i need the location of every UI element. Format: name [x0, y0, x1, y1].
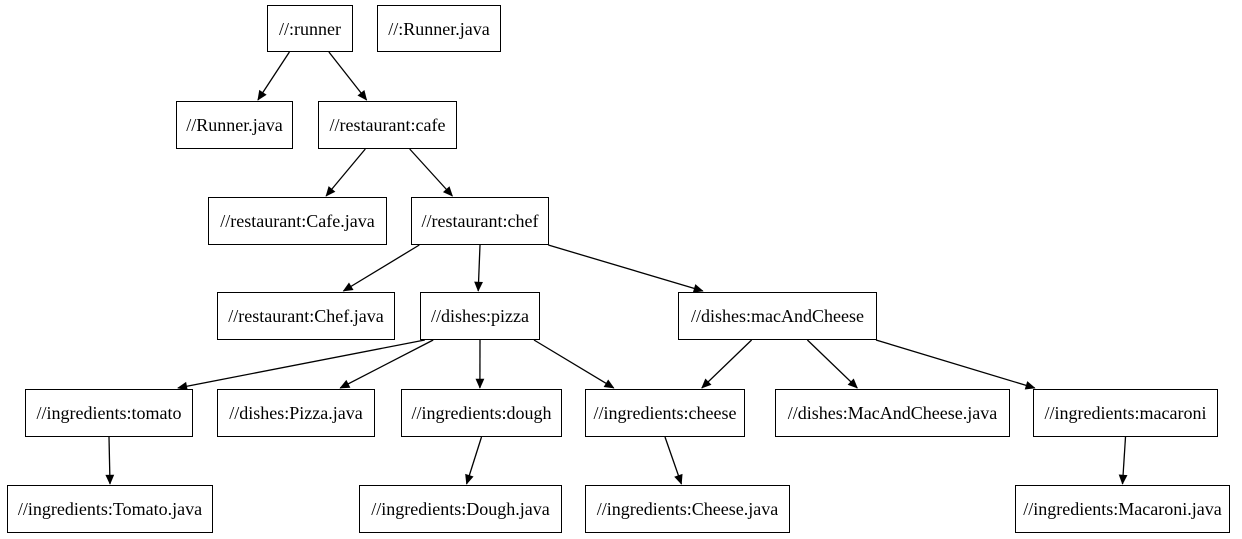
graph-node-cafe-java: //restaurant:Cafe.java — [208, 197, 387, 245]
edge-pizza-to-cheese — [533, 339, 615, 389]
graph-node-chef-java: //restaurant:Chef.java — [217, 292, 395, 340]
edge-runner-to-cafe — [328, 51, 368, 101]
edge-cafe-to-cafe-java — [325, 148, 366, 197]
edge-cafe-to-chef — [409, 148, 453, 197]
graph-node-chef: //restaurant:chef — [411, 197, 549, 245]
graph-node-runner: //:runner — [267, 5, 353, 52]
graph-node-macaroni: //ingredients:macaroni — [1033, 389, 1218, 437]
graph-node-dough: //ingredients:dough — [401, 389, 562, 437]
edge-dough-to-dough-java — [465, 436, 483, 485]
graph-node-cheese: //ingredients:cheese — [585, 389, 745, 437]
graph-node-tomato: //ingredients:tomato — [25, 389, 193, 437]
edge-pizza-to-tomato — [177, 339, 425, 391]
edge-mac-and-cheese-to-cheese — [701, 339, 753, 389]
edge-mac-and-cheese-to-mac-and-cheese-java — [806, 339, 858, 389]
graph-node-pizza: //dishes:pizza — [420, 292, 540, 340]
graph-node-tomato-java: //ingredients:Tomato.java — [7, 485, 213, 533]
graph-node-dough-java: //ingredients:Dough.java — [359, 485, 562, 533]
graph-node-runner-java-root: //:Runner.java — [377, 5, 501, 52]
graph-node-mac-and-cheese-java: //dishes:MacAndCheese.java — [775, 389, 1010, 437]
edge-mac-and-cheese-to-macaroni — [875, 339, 1036, 390]
edge-macaroni-to-macaroni-java — [1118, 436, 1128, 485]
edge-cheese-to-cheese-java — [664, 436, 683, 485]
edge-tomato-to-tomato-java — [105, 436, 115, 485]
graph-node-cheese-java: //ingredients:Cheese.java — [585, 485, 790, 533]
graph-node-cafe: //restaurant:cafe — [318, 101, 457, 149]
edge-pizza-to-pizza-java — [339, 339, 434, 389]
edge-runner-to-runner-java — [257, 51, 290, 101]
graph-node-mac-and-cheese: //dishes:macAndCheese — [678, 292, 877, 340]
graph-node-pizza-java: //dishes:Pizza.java — [217, 389, 375, 437]
graph-node-macaroni-java: //ingredients:Macaroni.java — [1015, 485, 1230, 533]
edge-chef-to-chef-java — [342, 244, 420, 292]
graph-node-runner-java: //Runner.java — [176, 101, 293, 149]
edge-chef-to-mac-and-cheese — [548, 244, 704, 293]
edge-chef-to-pizza — [474, 244, 483, 292]
